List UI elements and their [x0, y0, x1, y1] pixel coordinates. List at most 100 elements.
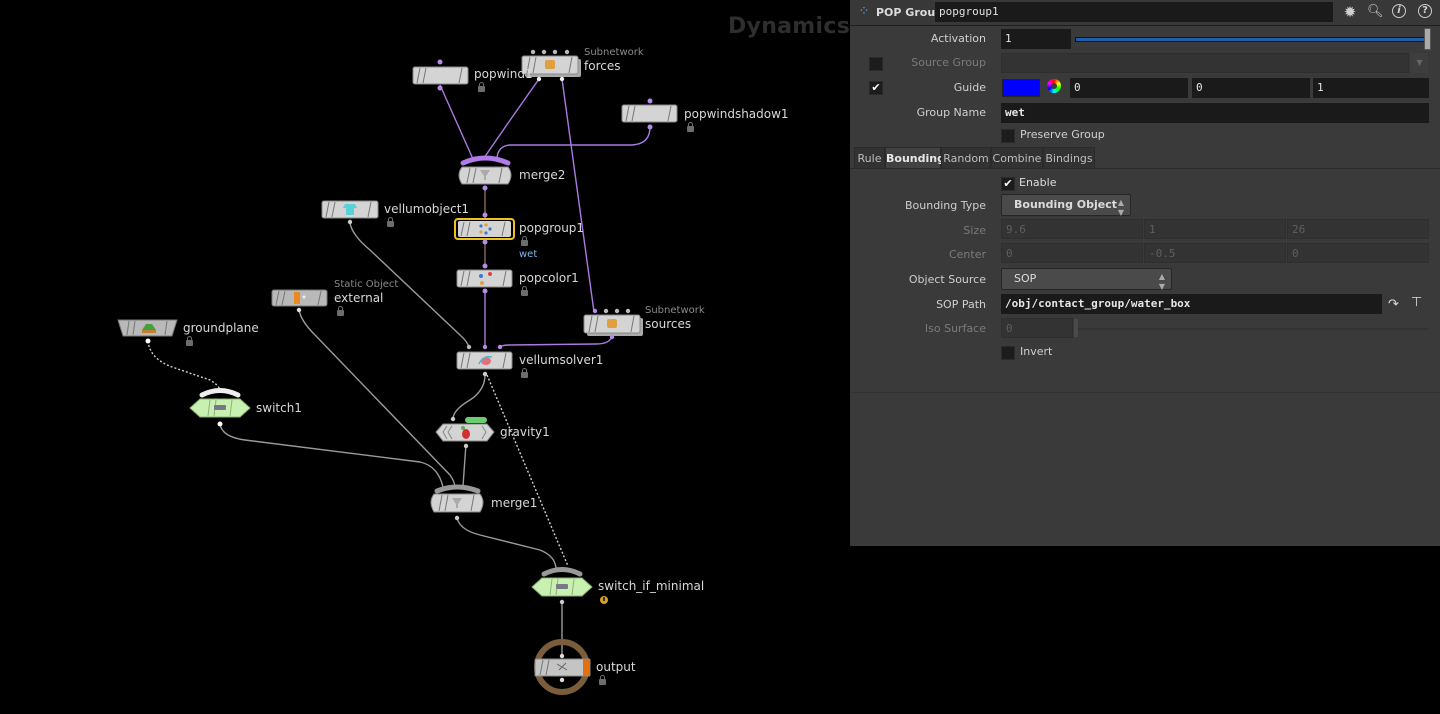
wire-switch1-merge1 [219, 423, 444, 488]
node-label-popwindshadow1: popwindshadow1 [684, 107, 789, 121]
tab-rule[interactable]: Rule [854, 147, 885, 169]
guide-r-field[interactable] [1070, 78, 1188, 98]
preserve-group-label: Preserve Group [1020, 128, 1105, 141]
node-label-merge1: merge1 [491, 496, 538, 510]
source-group-dropdown[interactable]: ▼ [1411, 53, 1428, 73]
guide-g-field[interactable] [1192, 78, 1310, 98]
node-forces[interactable] [521, 49, 581, 82]
node-groundplane[interactable] [117, 319, 178, 344]
activation-slider-handle[interactable] [1424, 28, 1431, 50]
node-label-groundplane: groundplane [183, 321, 259, 335]
size-x-field[interactable]: 9.6 [1001, 219, 1143, 239]
guide-label: Guide [953, 81, 986, 94]
node-vellumsolver1[interactable] [456, 344, 513, 377]
help-icon[interactable]: ? [1418, 4, 1432, 18]
size-label: Size [963, 224, 986, 237]
node-label-popcolor1: popcolor1 [519, 271, 579, 285]
wire-gravity1-merge1 [462, 443, 467, 487]
node-label-external: external [334, 291, 384, 305]
preserve-group-checkbox[interactable] [1001, 129, 1015, 143]
lock-icon [387, 217, 394, 227]
node-name-field[interactable] [935, 2, 1333, 22]
size-z-field[interactable]: 26 [1287, 219, 1429, 239]
sop-path-label: SOP Path [936, 298, 986, 311]
source-group-label: Source Group [911, 56, 986, 69]
node-merge2[interactable] [458, 155, 512, 191]
guide-toggle[interactable]: ✔ [869, 81, 883, 95]
node-label-switch-if-minimal: switch_if_minimal [598, 579, 705, 593]
parameter-header: ⁘ POP Group ✹ 🔍︎ i ? [850, 0, 1440, 26]
tab-random[interactable]: Random [941, 147, 991, 169]
bounding-type-menu[interactable]: Bounding Object ▲▼ [1001, 194, 1131, 217]
search-icon[interactable]: 🔍︎ [1367, 4, 1384, 19]
node-external[interactable] [271, 289, 328, 313]
object-source-label: Object Source [908, 273, 986, 286]
tab-combine[interactable]: Combine [991, 147, 1043, 169]
enable-label: Enable [1019, 176, 1057, 189]
tab-divider [850, 168, 1440, 169]
center-x-field[interactable]: 0 [1001, 243, 1143, 263]
tab-bounding[interactable]: Bounding [885, 147, 945, 169]
node-label-popgroup1: popgroup1 [519, 221, 585, 235]
enable-checkbox[interactable]: ✔ [1001, 177, 1015, 191]
center-y-field[interactable]: -0.5 [1144, 243, 1286, 263]
jump-to-operator-icon[interactable]: ↷ [1388, 297, 1399, 312]
node-label-merge2: merge2 [519, 168, 566, 182]
network-editor[interactable]: Dynamics popwind1 Subnetwork forces popw… [0, 0, 850, 714]
object-source-menu[interactable]: SOP ▲▼ [1001, 268, 1172, 291]
wire-forces-sources [561, 78, 595, 313]
node-subtitle-external: Static Object [334, 279, 399, 290]
guide-color-swatch[interactable] [1002, 79, 1040, 97]
node-vellumobject1[interactable] [321, 200, 379, 225]
bounding-type-label: Bounding Type [905, 199, 986, 212]
network-wires [117, 49, 678, 695]
node-switch1[interactable] [189, 388, 251, 427]
activation-field[interactable] [1001, 29, 1071, 49]
updown-arrows-icon: ▲▼ [1117, 198, 1124, 217]
node-label-output: output [596, 660, 636, 674]
size-y-field[interactable]: 1 [1144, 219, 1286, 239]
invert-label: Invert [1020, 345, 1053, 358]
invert-checkbox[interactable] [1001, 346, 1015, 360]
group-name-label: Group Name [916, 106, 986, 119]
wire-vellumsolver1-switchifminimal [486, 374, 569, 567]
node-popcolor1[interactable] [456, 263, 513, 294]
node-label-gravity1: gravity1 [500, 425, 550, 439]
node-label-sources: sources [645, 317, 692, 331]
node-popgroup1[interactable] [454, 212, 515, 245]
wire-groundplane-switch1 [147, 340, 221, 392]
node-sources[interactable] [583, 308, 643, 340]
lock-icon [521, 368, 528, 378]
group-name-field[interactable] [1001, 103, 1429, 123]
pop-group-node-icon[interactable]: ⁘ [858, 4, 870, 19]
node-switch-if-minimal[interactable] [531, 567, 593, 605]
node-label-vellumobject1: vellumobject1 [384, 202, 470, 216]
node-subtitle-sources: Subnetwork [645, 305, 705, 316]
source-group-toggle[interactable] [869, 57, 883, 71]
panel-divider [850, 392, 1440, 393]
source-group-field[interactable] [1001, 53, 1409, 73]
node-output[interactable] [534, 639, 591, 695]
center-z-field[interactable]: 0 [1287, 243, 1429, 263]
info-icon[interactable]: i [1392, 4, 1406, 18]
gear-icon[interactable]: ✹ [1343, 3, 1357, 21]
sop-path-field[interactable] [1001, 294, 1382, 314]
iso-surface-slider[interactable] [1078, 328, 1428, 330]
wire-forces-merge2 [483, 78, 540, 159]
color-wheel-icon[interactable] [1047, 79, 1061, 93]
updown-arrows-icon: ▲▼ [1158, 272, 1165, 291]
iso-surface-field[interactable]: 0 [1001, 318, 1073, 338]
node-popwindshadow1[interactable] [621, 98, 678, 130]
guide-b-field[interactable] [1313, 78, 1429, 98]
node-chooser-icon[interactable]: ⊤ [1411, 295, 1423, 310]
iso-surface-slider-handle[interactable] [1074, 319, 1078, 337]
activation-slider[interactable] [1075, 37, 1427, 42]
node-merge1[interactable] [430, 484, 484, 521]
node-popwind1[interactable] [412, 59, 469, 91]
object-source-value: SOP [1014, 272, 1037, 285]
node-label-forces: forces [584, 59, 621, 73]
node-gravity1[interactable] [435, 416, 495, 449]
tab-bindings[interactable]: Bindings [1043, 147, 1095, 169]
lock-icon [687, 122, 694, 132]
center-label: Center [948, 248, 986, 261]
